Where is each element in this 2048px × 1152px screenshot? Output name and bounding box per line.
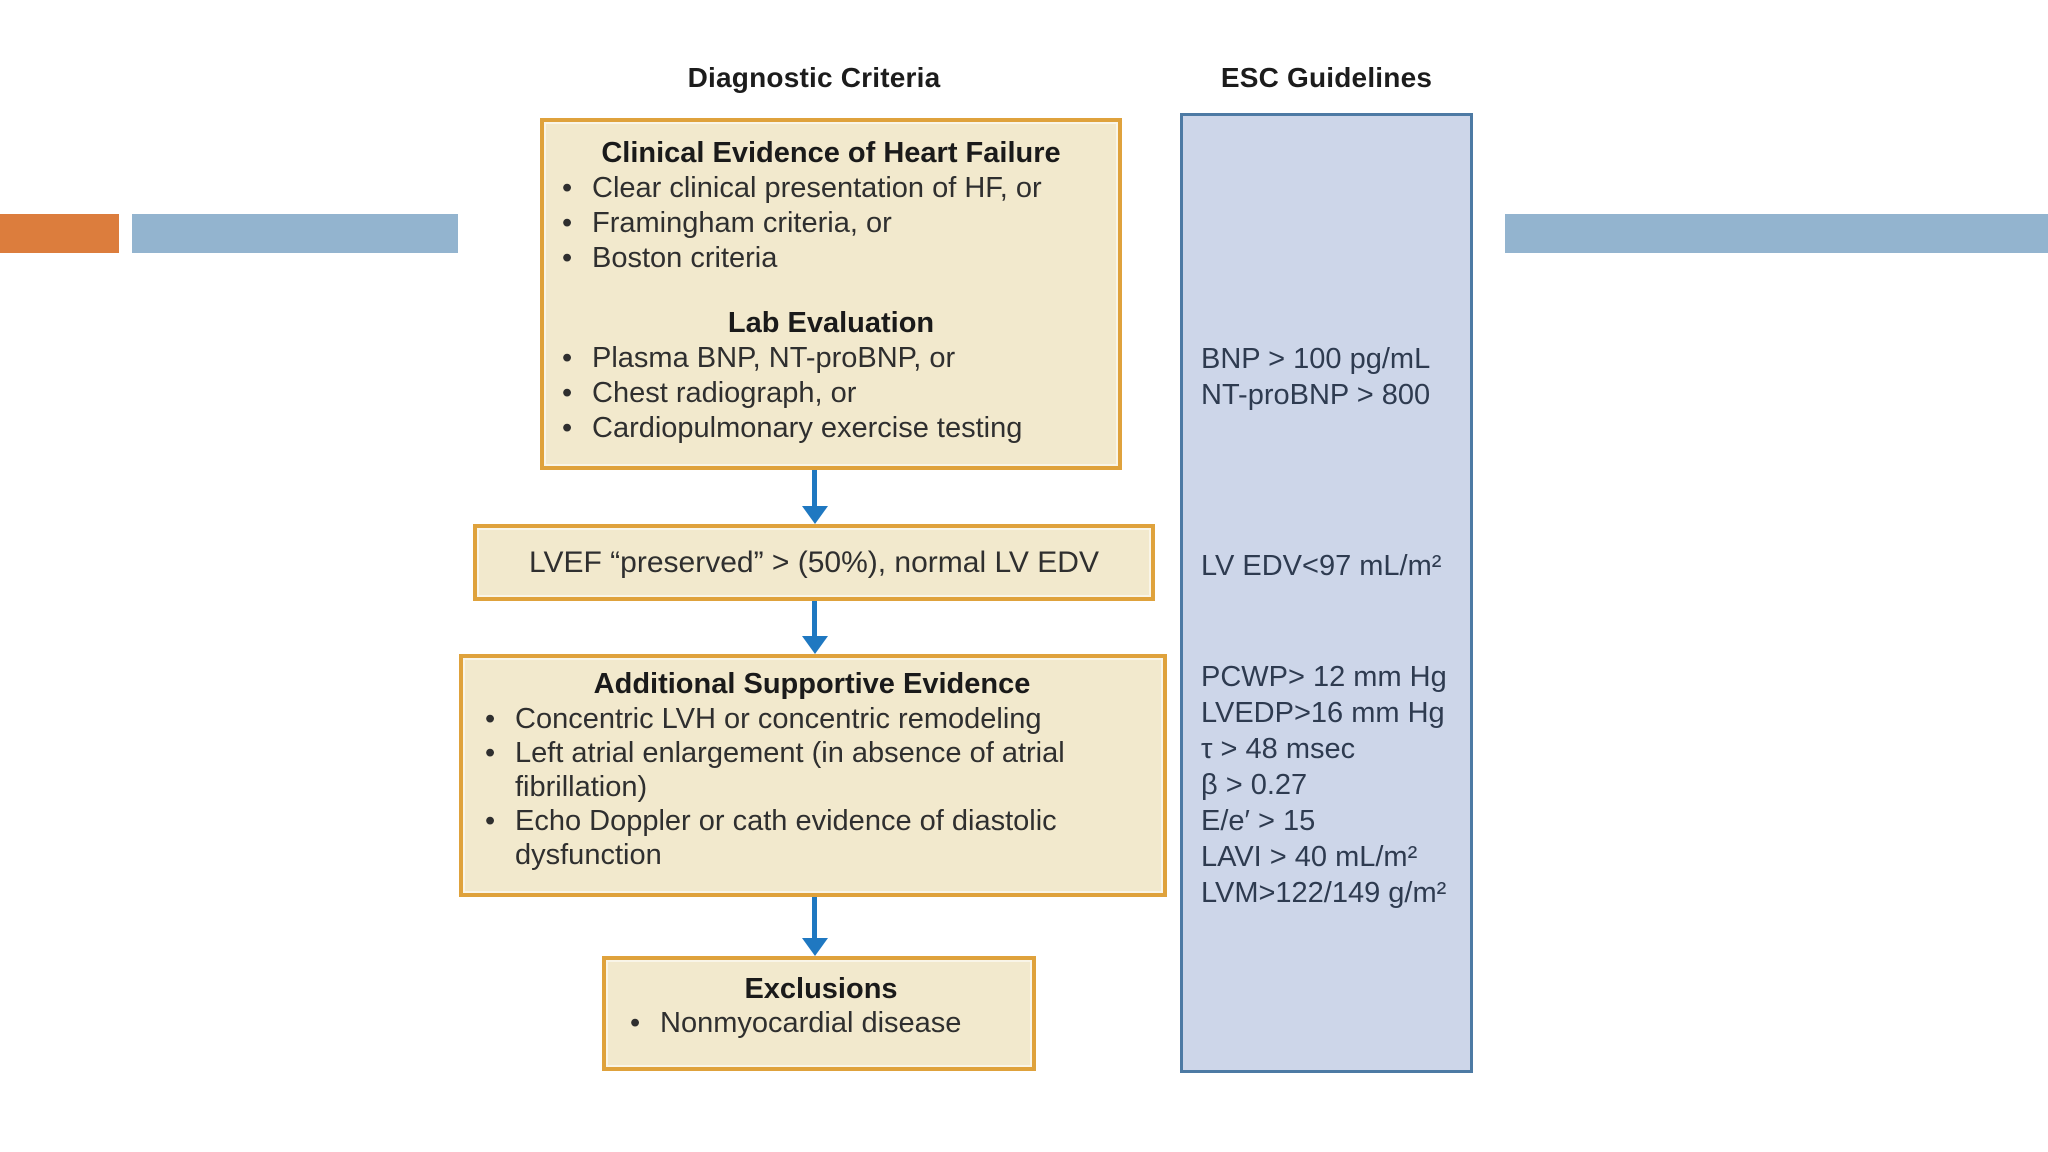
accent-bar-blue-left — [132, 214, 458, 253]
arrow-stem — [812, 897, 817, 939]
list-item: Left atrial enlargement (in absence of a… — [485, 736, 1143, 804]
lab-evaluation-list: Plasma BNP, NT-proBNP, or Chest radiogra… — [552, 341, 1110, 446]
list-item: Plasma BNP, NT-proBNP, or — [562, 341, 1104, 376]
esc-natriuretic-values: BNP > 100 pg/mL NT-proBNP > 800 — [1201, 341, 1464, 413]
arrow-head — [802, 636, 828, 654]
list-item: Boston criteria — [562, 241, 1104, 276]
list-item: Clear clinical presentation of HF, or — [562, 171, 1104, 206]
arrow-stem — [812, 470, 817, 507]
esc-guidelines-panel: BNP > 100 pg/mL NT-proBNP > 800 LV EDV<9… — [1180, 113, 1473, 1073]
list-item: Framingham criteria, or — [562, 206, 1104, 241]
clinical-evidence-heading: Clinical Evidence of Heart Failure — [601, 137, 1061, 169]
esc-value: PCWP> 12 mm Hg — [1201, 661, 1447, 693]
down-arrow-icon — [802, 470, 828, 524]
list-item: Echo Doppler or cath evidence of diastol… — [485, 804, 1143, 872]
section-gap — [552, 276, 1110, 306]
lab-evaluation-heading: Lab Evaluation — [727, 307, 935, 339]
down-arrow-icon — [802, 897, 828, 956]
flow-box-clinical-evidence: Clinical Evidence of Heart Failure Clear… — [540, 118, 1122, 470]
esc-value: NT-proBNP > 800 — [1201, 379, 1431, 411]
list-item: Chest radiograph, or — [562, 376, 1104, 411]
list-item: Concentric LVH or concentric remodeling — [485, 702, 1143, 736]
down-arrow-icon — [802, 601, 828, 654]
column-header-diagnostic-criteria: Diagnostic Criteria — [687, 62, 941, 93]
arrow-head — [802, 938, 828, 956]
esc-hemodynamic-values: PCWP> 12 mm Hg LVEDP>16 mm Hg τ > 48 mse… — [1201, 659, 1464, 911]
arrow-head — [802, 506, 828, 524]
esc-value: LAVI > 40 mL/m² — [1201, 841, 1418, 873]
supportive-evidence-list: Concentric LVH or concentric remodeling … — [475, 702, 1149, 872]
list-item: Cardiopulmonary exercise testing — [562, 411, 1104, 446]
flow-box-additional-supportive-evidence: Additional Supportive Evidence Concentri… — [459, 654, 1167, 897]
lvef-text: LVEF “preserved” > (50%), normal LV EDV — [529, 546, 1099, 579]
flow-box-exclusions: Exclusions Nonmyocardial disease — [602, 956, 1036, 1071]
exclusions-list: Nonmyocardial disease — [620, 1006, 1022, 1040]
arrow-stem — [812, 601, 817, 637]
exclusions-heading: Exclusions — [744, 973, 898, 1005]
esc-value: BNP > 100 pg/mL — [1201, 343, 1431, 375]
esc-value: LVEDP>16 mm Hg — [1201, 697, 1445, 729]
esc-value: τ > 48 msec — [1201, 733, 1356, 765]
flow-box-lvef: LVEF “preserved” > (50%), normal LV EDV — [473, 524, 1155, 601]
esc-value: E/e′ > 15 — [1201, 805, 1316, 837]
esc-volume-value: LV EDV<97 mL/m² — [1201, 548, 1464, 584]
list-item: Nonmyocardial disease — [630, 1006, 1016, 1040]
esc-value: β > 0.27 — [1201, 769, 1308, 801]
clinical-evidence-list: Clear clinical presentation of HF, or Fr… — [552, 171, 1110, 276]
supportive-evidence-heading: Additional Supportive Evidence — [593, 668, 1031, 700]
esc-value: LVM>122/149 g/m² — [1201, 877, 1447, 909]
accent-bar-orange — [0, 214, 119, 253]
accent-bar-blue-right — [1505, 214, 2048, 253]
esc-value: LV EDV<97 mL/m² — [1201, 550, 1442, 582]
column-header-esc-guidelines: ESC Guidelines — [1220, 62, 1433, 93]
